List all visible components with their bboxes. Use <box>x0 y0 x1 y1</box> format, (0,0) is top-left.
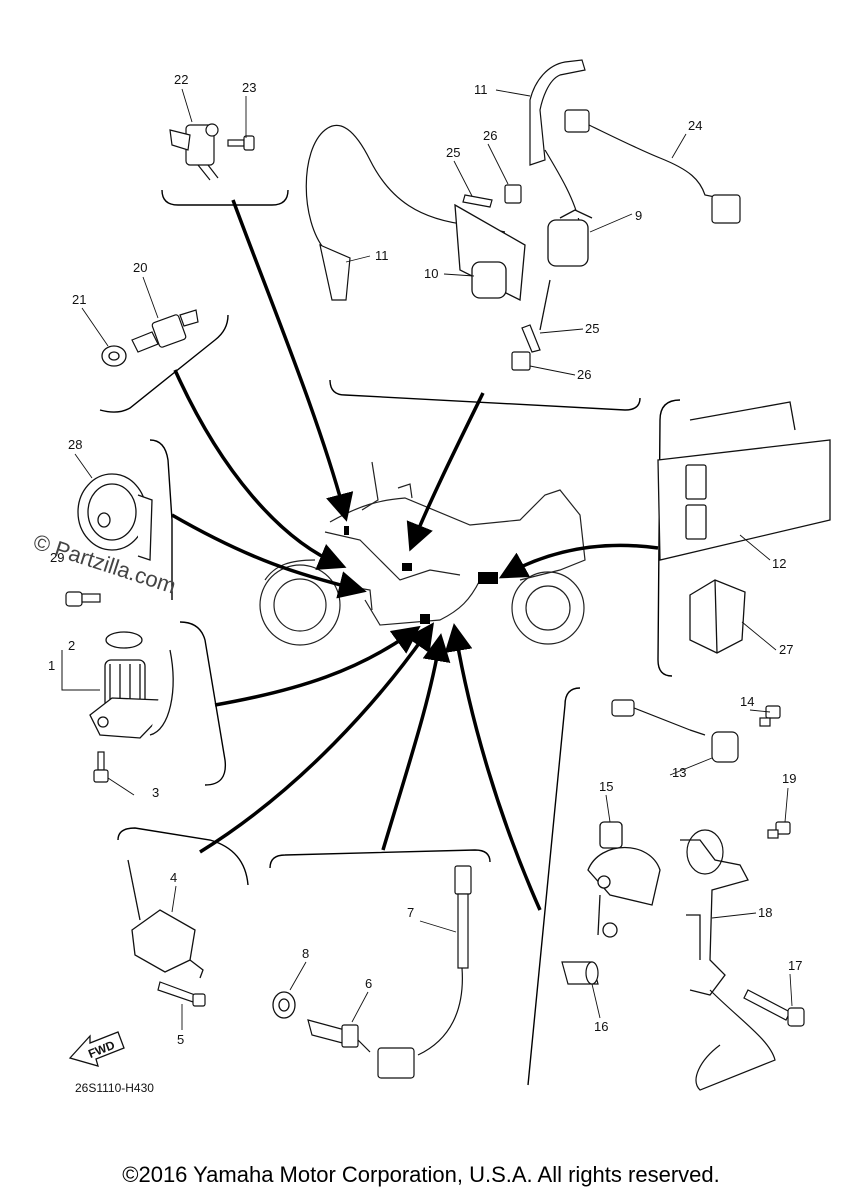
callout-17: 17 <box>788 958 802 973</box>
part-13-speed-sensor <box>611 699 739 875</box>
part-16-collar <box>561 961 599 985</box>
diagram-code: 26S1110-H430 <box>75 1081 154 1095</box>
part-11-plug-lead <box>305 59 586 301</box>
part-24-harness <box>564 109 741 224</box>
part-9-coil <box>539 209 593 331</box>
callout-5: 5 <box>177 1032 184 1047</box>
callout-21: 21 <box>72 292 86 307</box>
callout-4: 4 <box>170 870 177 885</box>
leader-lines <box>171 199 659 911</box>
callout-26-top: 26 <box>483 128 497 143</box>
callout-7: 7 <box>407 905 414 920</box>
part-3-bolt <box>93 751 109 783</box>
bike-part-markers <box>344 526 498 624</box>
part-28-horn <box>77 473 153 561</box>
part-26-nuts <box>504 184 531 371</box>
callout-15: 15 <box>599 779 613 794</box>
callout-22: 22 <box>174 72 188 87</box>
callout-labels: 22 23 20 21 28 29 2 1 3 4 5 8 6 7 11 26 … <box>48 72 802 1047</box>
callout-2: 2 <box>68 638 75 653</box>
callout-23: 23 <box>242 80 256 95</box>
callout-20: 20 <box>133 260 147 275</box>
part-1-bracket-line <box>61 650 100 691</box>
callout-9: 9 <box>635 208 642 223</box>
callout-16: 16 <box>594 1019 608 1034</box>
callout-19: 19 <box>782 771 796 786</box>
callout-25-bot: 25 <box>585 321 599 336</box>
callout-leaders <box>74 88 793 1030</box>
part-2-oring <box>105 631 143 649</box>
callout-26-bot: 26 <box>577 367 591 382</box>
callout-27: 27 <box>779 642 793 657</box>
callout-11-top: 11 <box>474 82 488 97</box>
callout-6: 6 <box>365 976 372 991</box>
fwd-arrow-icon: FWD <box>68 1031 125 1067</box>
callout-8: 8 <box>302 946 309 961</box>
part-22-sensor <box>169 123 219 181</box>
part-12-ecu <box>657 401 831 561</box>
copyright-notice: ©2016 Yamaha Motor Corporation, U.S.A. A… <box>122 1162 720 1187</box>
part-19-bolt <box>767 821 791 839</box>
part-5-bolt <box>157 981 206 1007</box>
callout-13: 13 <box>672 765 686 780</box>
kickstand <box>695 989 776 1091</box>
part-15-switch <box>587 821 661 938</box>
part-18-bracket <box>680 839 749 996</box>
callout-12: 12 <box>772 556 786 571</box>
part-1-solenoid <box>89 649 174 739</box>
callout-24: 24 <box>688 118 702 133</box>
callout-11-mid: 11 <box>375 248 389 263</box>
part-21-washer <box>101 345 127 367</box>
part-17-bolt <box>743 989 805 1027</box>
part-23-bolt <box>227 135 255 151</box>
part-4-relay <box>127 859 204 979</box>
part-20-sensor <box>131 309 199 353</box>
part-8-gasket <box>272 991 296 1019</box>
part-25-bolts <box>462 194 541 353</box>
callout-28: 28 <box>68 437 82 452</box>
part-7-lead <box>377 865 472 1079</box>
part-10-coil <box>454 203 526 302</box>
callout-18: 18 <box>758 905 772 920</box>
group-brackets <box>99 189 681 1086</box>
callout-3: 3 <box>152 785 159 800</box>
callout-25-top: 25 <box>446 145 460 160</box>
callout-10: 10 <box>424 266 438 281</box>
part-14-bolt <box>759 705 781 727</box>
fwd-label: FWD <box>86 1038 117 1061</box>
part-6-sensor <box>307 1019 371 1053</box>
callout-14: 14 <box>740 694 754 709</box>
callout-29: 29 <box>50 550 64 565</box>
part-29-bolt <box>65 591 101 607</box>
part-27-relay <box>689 579 746 654</box>
callout-1: 1 <box>48 658 55 673</box>
